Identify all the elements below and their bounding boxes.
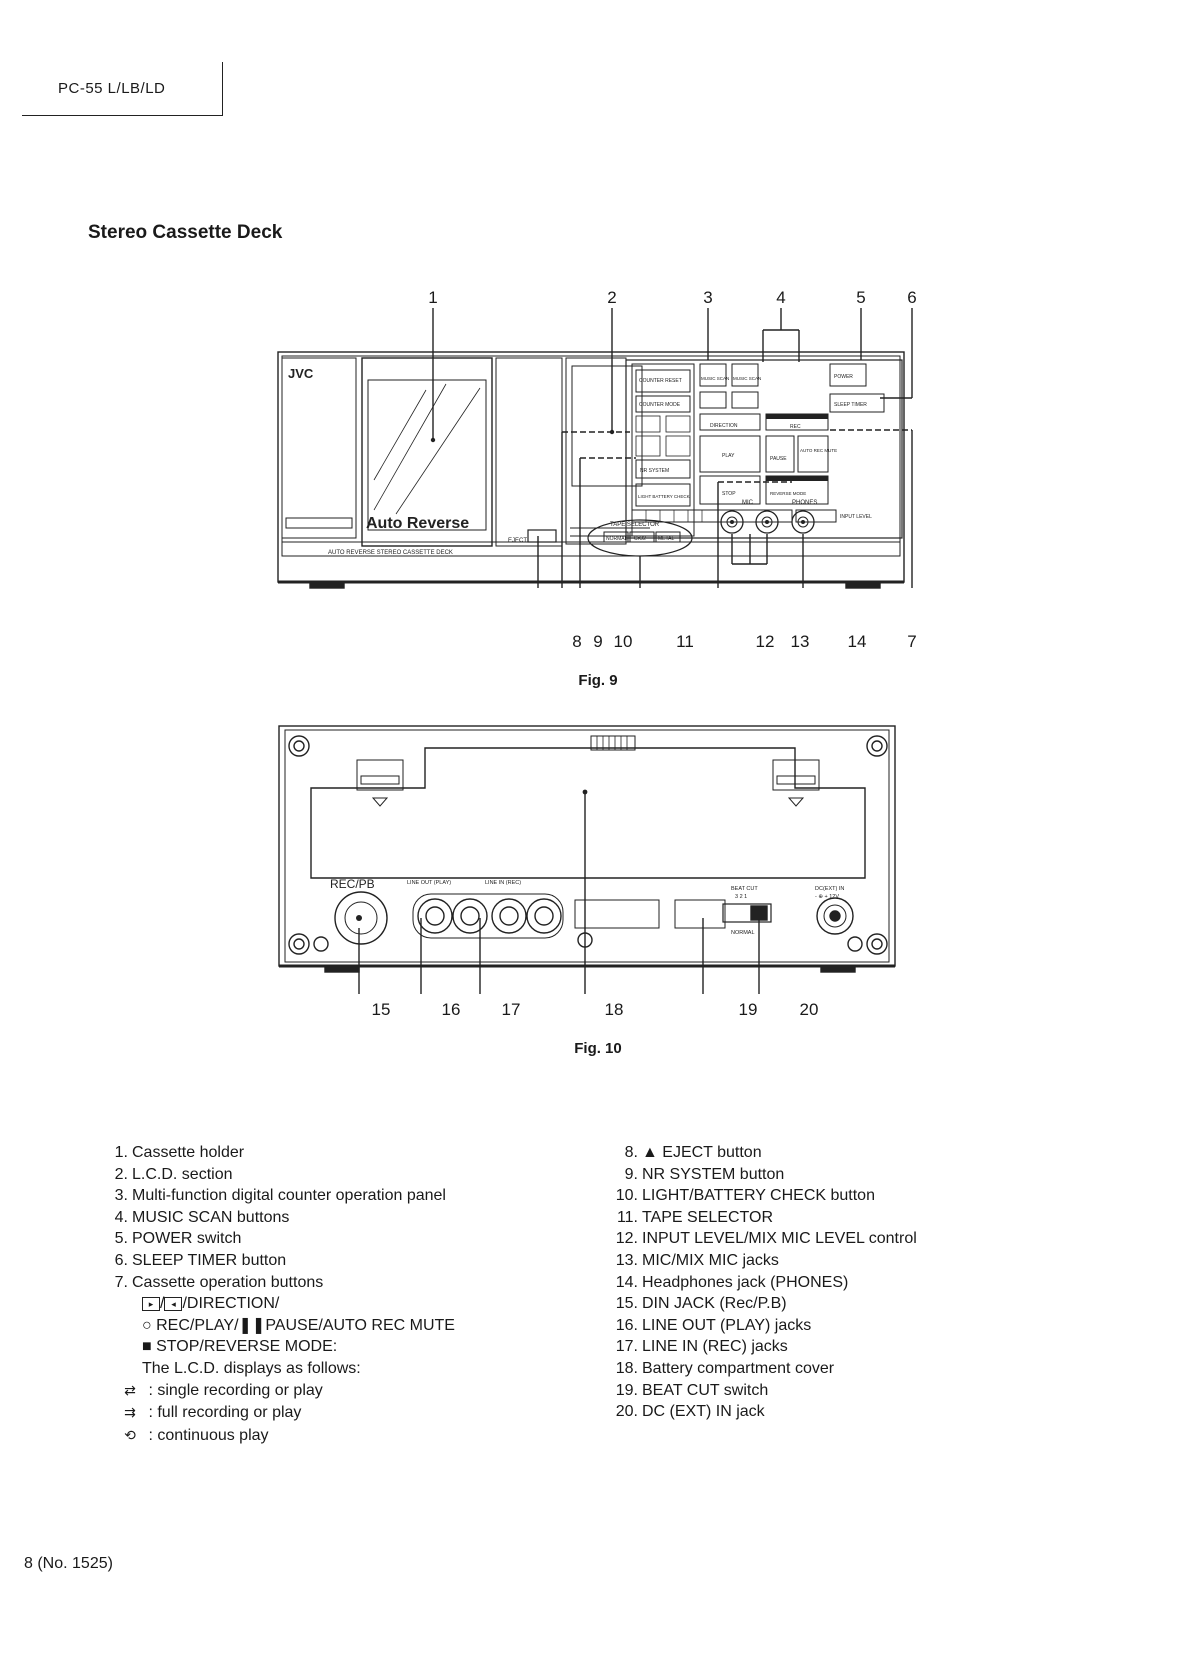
btn-nr-label: NR SYSTEM [640,468,669,474]
callout-18: 18 [604,1000,624,1019]
callout-17: 17 [501,1000,521,1019]
rec-pb-label: REC/PB [330,877,375,891]
callout-11: 11 [676,632,694,651]
line-in-label: LINE IN (REC) [485,880,521,886]
legend-item: 7.Cassette operation buttons [114,1273,324,1291]
callout-10: 10 [613,632,633,651]
legend-item: 8.▲ EJECT button [624,1144,762,1161]
callout-20: 20 [799,1000,819,1019]
callout-6: 6 [907,288,917,307]
legend-item: 13.MIC/MIX MIC jacks [615,1251,779,1269]
legend-subline: The L.C.D. displays as follows: [142,1359,361,1377]
legend-item: 9.NR SYSTEM button [624,1165,785,1183]
callout-2: 2 [607,288,617,307]
auto-reverse-logo-text: Auto Reverse [366,515,469,532]
callout-1: 1 [428,288,438,307]
lcd-display-item: ⇉ : full recording or play [108,1402,455,1425]
eject-label: EJECT [508,538,527,544]
legend-right-column: 8.▲ EJECT button 9.NR SYSTEM button 10.L… [602,1142,917,1423]
legend-item: 2.L.C.D. section [114,1165,233,1183]
legend-item: 6.SLEEP TIMER button [114,1251,287,1269]
normal-label: NORMAL [731,930,755,936]
tape-type-metal: METAL [658,536,675,542]
callout-14: 14 [847,632,867,651]
beat-cut-label: BEAT CUT [731,886,758,892]
btn-music-scan-fwd-label: MUSIC SCAN [733,376,761,381]
fig10-rear-panel-drawing: REC/PB LINE OUT (PLAY) LINE IN (REC) BEA… [278,725,896,994]
dc-spec-label: - ⊕ + 12V [815,894,839,900]
line-out-label: LINE OUT (PLAY) [407,880,451,886]
legend-subline: ▸/◂/DIRECTION/ [108,1293,455,1315]
legend-item: 18.Battery compartment cover [615,1359,835,1377]
btn-play-label: PLAY [722,453,735,459]
btn-reverse-mode-label: REVERSE MODE [770,491,806,496]
btn-sleep-label: SLEEP TIMER [834,402,867,408]
callout-7: 7 [907,632,917,651]
btn-auto-rec-mute-label: AUTO REC MUTE [800,448,837,453]
dc-in-label: DC(EXT) IN [815,886,844,892]
beat-cut-positions: 3 2 1 [735,894,747,900]
single-play-icon: ⇄ [124,1382,136,1399]
continuous-play-icon: ⟲ [124,1427,136,1444]
callout-8: 8 [572,632,582,651]
callout-5: 5 [856,288,866,307]
btn-pause-label: PAUSE [770,456,787,462]
callout-4: 4 [776,288,786,307]
legend-item: 14.Headphones jack (PHONES) [615,1273,849,1291]
legend-item: 17.LINE IN (REC) jacks [615,1338,788,1356]
play-reverse-icon: ◂ [164,1296,183,1311]
btn-music-scan-back-label: MUSIC SCAN [701,376,729,381]
legend-item: 4.MUSIC SCAN buttons [114,1208,290,1226]
legend-item: 11.TAPE SELECTOR [616,1208,773,1226]
section-title: Stereo Cassette Deck [88,222,283,243]
callout-19: 19 [738,1000,758,1019]
phones-label: PHONES [792,500,817,506]
callout-9: 9 [593,632,603,651]
btn-counter-mode-label: COUNTER MODE [639,402,681,408]
btn-direction-label: DIRECTION [710,423,738,429]
btn-rec-label: REC [790,424,801,430]
brand-logo-text: JVC [288,366,314,381]
legend-item: 10.LIGHT/BATTERY CHECK button [615,1187,875,1205]
legend-item: 5.POWER switch [114,1230,242,1248]
tape-type-normal: NORMAL [606,536,628,542]
legend-item: 15.DIN JACK (Rec/P.B) [615,1295,787,1313]
lcd-display-item: ⇄ : single recording or play [108,1380,455,1403]
callout-13: 13 [790,632,810,651]
legend-subline: ■ STOP/REVERSE MODE: [142,1338,338,1356]
legend-subline: ○ REC/PLAY/❚❚PAUSE/AUTO REC MUTE [142,1316,455,1334]
document-model-number: PC-55 L/LB/LD [58,80,166,97]
fig10-caption: Fig. 10 [574,1040,622,1057]
legend-left-column: 1.Cassette holder 2.L.C.D. section 3.Mul… [108,1142,455,1447]
legend-item: 1.Cassette holder [114,1144,245,1161]
callout-12: 12 [755,632,775,651]
page-number: 8 (No. 1525) [24,1555,113,1572]
fig9-caption: Fig. 9 [578,672,618,689]
callout-3: 3 [703,288,713,307]
play-forward-icon: ▸ [142,1296,160,1311]
btn-light-label: LIGHT BATTERY CHECK [638,494,690,499]
btn-stop-label: STOP [722,491,736,497]
legend-item: 16.LINE OUT (PLAY) jacks [615,1316,812,1334]
legend-item: 19.BEAT CUT switch [615,1381,769,1399]
callout-16: 16 [441,1000,461,1019]
tape-type-cro2: CrO2 [634,536,646,542]
legend-item: 12.INPUT LEVEL/MIX MIC LEVEL control [615,1230,917,1248]
full-play-icon: ⇉ [124,1405,136,1422]
input-level-label: INPUT LEVEL [840,514,872,520]
model-strip-text: AUTO REVERSE STEREO CASSETTE DECK [328,550,453,556]
mic-label: MIC [742,500,754,506]
header-rule-vertical [222,62,223,116]
tape-selector-label: TAPE SELECTOR [610,522,660,528]
legend-item: 20.DC (EXT) IN jack [615,1403,765,1421]
btn-power-label: POWER [834,374,853,380]
btn-counter-reset-label: COUNTER RESET [639,378,682,384]
legend-item: 3.Multi-function digital counter operati… [114,1187,446,1205]
callout-15: 15 [371,1000,391,1019]
fig9-front-panel-drawing: JVC Auto Reverse AUTO REVERSE STEREO CAS… [277,308,913,589]
lcd-display-item: ⟲ : continuous play [108,1425,455,1448]
header-rule [22,115,222,116]
